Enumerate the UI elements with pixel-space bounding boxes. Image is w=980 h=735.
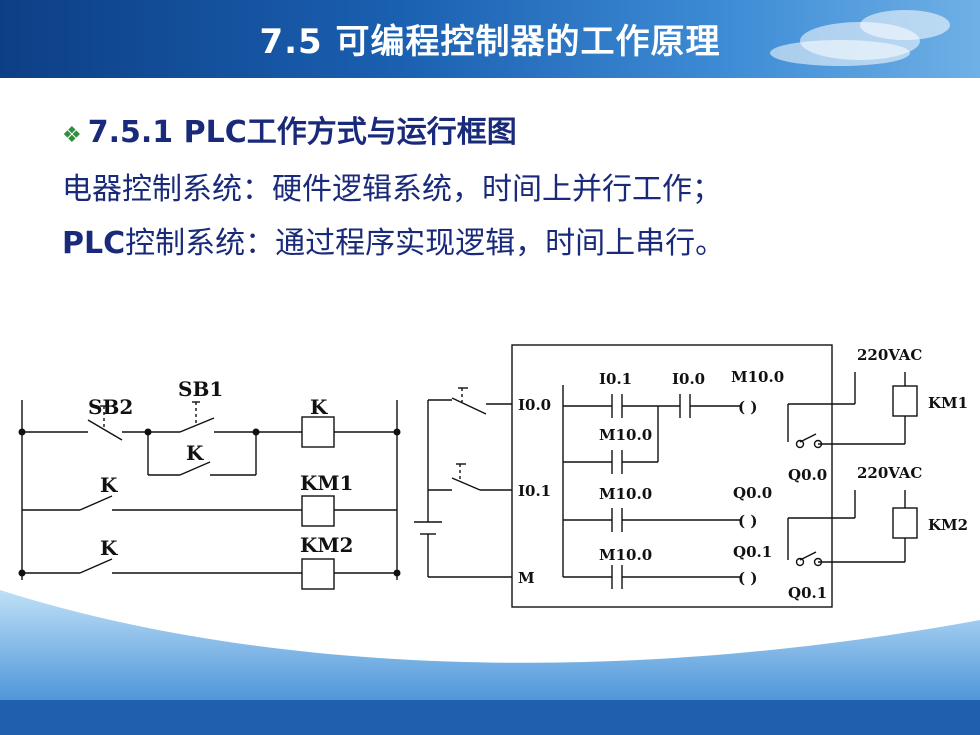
circuit-diagram: SB2 SB1 K K K K KM1 KM2: [18, 344, 968, 608]
plc-box: [511, 344, 833, 608]
label-in-m: M: [518, 569, 535, 587]
label-contact-m100-c: M10.0: [599, 546, 652, 564]
plc-ladder: I0.0 I0.1 M I0.1 I0.0 M10.0 ( ) M10.0 M1…: [518, 368, 784, 589]
plc-output-wiring: 220VAC KM1 Q0.0 220VAC KM2 Q0.1: [787, 346, 968, 602]
label-contact-i01: I0.1: [599, 370, 632, 388]
bullet-heading: ❖7.5.1 PLC工作方式与运行框图: [62, 115, 517, 150]
label-in-i01: I0.1: [518, 482, 551, 500]
label-vac-2: 220VAC: [857, 464, 922, 482]
label-sb2: SB2: [88, 395, 133, 419]
label-coil-q01: Q0.1: [733, 543, 772, 561]
coil-q01: ( ): [738, 569, 757, 587]
label-k-coil: K: [310, 395, 328, 419]
label-k-hold: K: [186, 441, 204, 465]
text-content: ❖7.5.1 PLC工作方式与运行框图 电器控制系统：硬件逻辑系统，时间上并行工…: [62, 106, 725, 271]
plc-system-text: PLC控制系统：通过程序实现逻辑，时间上串行。: [62, 226, 726, 261]
diamond-bullet-icon: ❖: [62, 123, 82, 148]
label-k-contact-3: K: [100, 536, 118, 560]
label-km1: KM1: [300, 471, 353, 495]
label-out-km2: KM2: [928, 516, 968, 534]
relay-system-text: 电器控制系统：硬件逻辑系统，时间上并行工作；: [62, 172, 722, 207]
label-coil-q00: Q0.0: [733, 484, 772, 502]
label-contact-i00: I0.0: [672, 370, 705, 388]
label-out-q01: Q0.1: [788, 584, 827, 602]
label-sb1: SB1: [178, 377, 223, 401]
coil-m100: ( ): [738, 398, 757, 416]
label-coil-m100: M10.0: [731, 368, 784, 386]
label-out-q00: Q0.0: [788, 466, 827, 484]
relay-circuit: SB2 SB1 K K K K KM1 KM2: [18, 377, 401, 590]
label-km2: KM2: [300, 533, 353, 557]
label-k-contact-2: K: [100, 473, 118, 497]
title-bar: 7.5 可编程控制器的工作原理: [0, 0, 980, 78]
label-out-km1: KM1: [928, 394, 968, 412]
label-in-i00: I0.0: [518, 396, 551, 414]
bottom-wave-decoration: [0, 590, 980, 735]
coil-q00: ( ): [738, 512, 757, 530]
label-contact-m100-b: M10.0: [599, 485, 652, 503]
label-contact-m100-a: M10.0: [599, 426, 652, 444]
slide-title: 7.5 可编程控制器的工作原理: [259, 22, 721, 62]
label-vac-1: 220VAC: [857, 346, 922, 364]
plc-input-wiring: [414, 387, 512, 578]
